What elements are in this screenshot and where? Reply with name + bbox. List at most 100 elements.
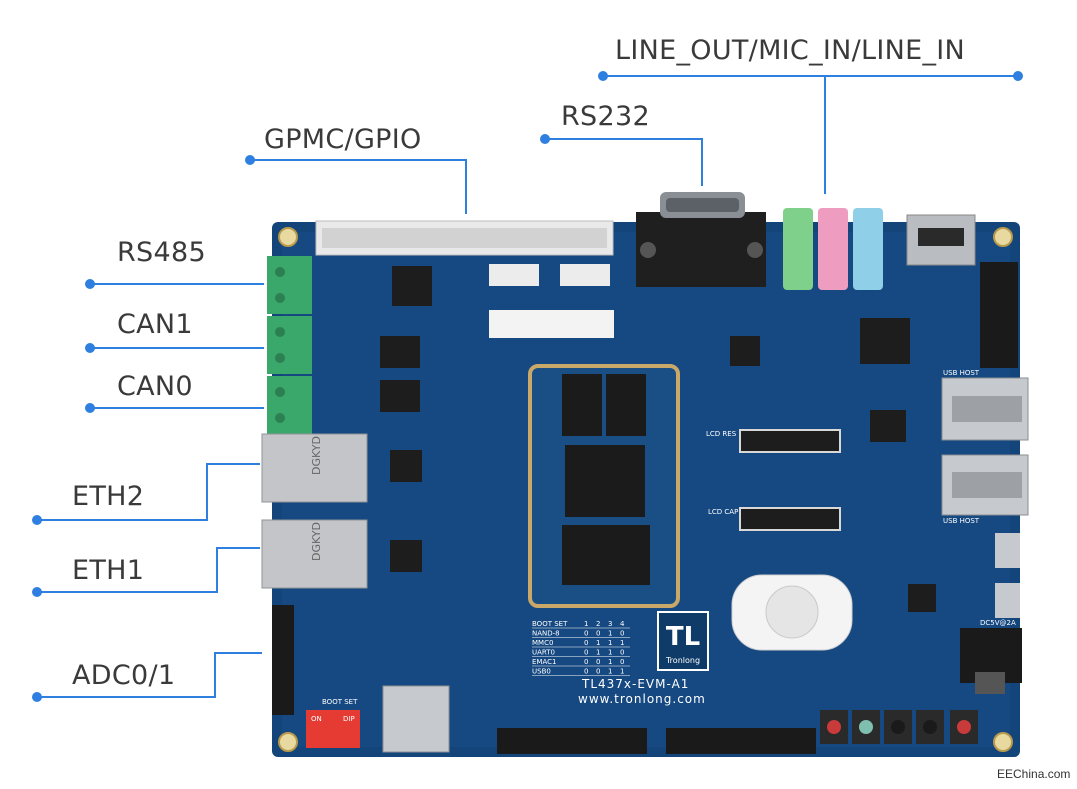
- eth-jack-label: DGKYD: [310, 436, 323, 475]
- audio-jack-line-in: [853, 208, 883, 290]
- audio-jack-line-out: [783, 208, 813, 290]
- board-website: www.tronlong.com: [578, 692, 706, 706]
- ic-chip: [730, 336, 760, 366]
- boot-table-cell: MMC0: [532, 639, 553, 647]
- callout-line-eth2: [37, 463, 260, 521]
- rs485-terminal: [267, 256, 312, 314]
- callout-dot: [245, 155, 255, 165]
- watermark: EEChina.com: [997, 767, 1071, 781]
- push-buttons: [820, 710, 978, 744]
- ddr-chip: [562, 374, 602, 436]
- boot-table-cell: 0: [596, 658, 600, 666]
- boot-table-cell: 0: [596, 630, 600, 638]
- label-eth1: ETH1: [72, 555, 145, 586]
- ic-chip: [870, 410, 906, 442]
- callout-line-eth1: [37, 547, 260, 593]
- eth1-jack: [261, 519, 368, 589]
- eth2-jack: [261, 433, 368, 503]
- jtag-header: [980, 262, 1018, 368]
- sd-card-slot: [382, 685, 450, 753]
- ic-chip: [390, 540, 422, 572]
- callout-dot: [85, 343, 95, 353]
- rs232-db9-connector: [636, 212, 766, 287]
- boot-table-cell: NAND-8: [532, 630, 560, 638]
- ic-chip: [390, 450, 422, 482]
- logo-name: Tronlong: [665, 656, 700, 665]
- mount-hole: [993, 732, 1013, 752]
- boot-table-cell: USB0: [532, 668, 551, 676]
- boot-table-cell: 1: [608, 658, 612, 666]
- label-can0: CAN0: [117, 371, 193, 402]
- callout-dot: [598, 71, 608, 81]
- ddr-chip: [606, 374, 646, 436]
- callout-dot: [540, 134, 550, 144]
- boot-table-cell: 0: [620, 658, 624, 666]
- callout-line-rs232: [545, 138, 703, 186]
- callout-dot: [32, 515, 42, 525]
- ic-chip: [380, 380, 420, 412]
- logo-mark: TL: [666, 622, 700, 652]
- callout-dot: [32, 587, 42, 597]
- uart-connector: [489, 264, 539, 286]
- serial-sticker: [489, 310, 614, 338]
- micro-usb-port: [995, 533, 1020, 568]
- boot-set-label: BOOT SET: [322, 698, 358, 706]
- boot-table-cell: 0: [584, 668, 588, 676]
- adc-header: [272, 605, 294, 715]
- eth-jack-label: DGKYD: [310, 522, 323, 561]
- ic-chip: [860, 318, 910, 364]
- label-gpmc-gpio: GPMC/GPIO: [264, 124, 422, 155]
- boot-table-cell: 0: [584, 639, 588, 647]
- boot-table-cell: 1: [608, 668, 612, 676]
- micro-usb-port: [995, 583, 1020, 618]
- lcd-res-connector: [739, 429, 841, 453]
- boot-table-cell: UART0: [532, 649, 555, 657]
- lcd-cap-connector: [739, 507, 841, 531]
- label-rs485: RS485: [117, 237, 206, 268]
- audio-jack-mic-in: [818, 208, 848, 290]
- boot-table-cell: 1: [608, 630, 612, 638]
- callout-dot: [85, 403, 95, 413]
- boot-table-header-cell: 3: [608, 620, 612, 628]
- callout-dot: [1013, 71, 1023, 81]
- label-can1: CAN1: [117, 309, 193, 340]
- mount-hole: [993, 227, 1013, 247]
- boot-table-cell: 1: [608, 649, 612, 657]
- callout-dot: [85, 279, 95, 289]
- callout-dots: [32, 71, 1023, 702]
- ic-chip: [908, 584, 936, 612]
- board-model: TL437x-EVM-A1: [581, 677, 689, 691]
- uart-connector: [560, 264, 610, 286]
- callout-line-gpmc: [250, 159, 467, 214]
- usb-host-label: USB HOST: [943, 369, 980, 377]
- callout-lines: [37, 75, 1018, 698]
- callout-dot: [32, 692, 42, 702]
- lcd-res-label: LCD RES: [706, 430, 737, 438]
- boot-table-cell: 0: [584, 649, 588, 657]
- can1-terminal: [267, 316, 312, 374]
- mount-hole: [278, 732, 298, 752]
- boot-table-cell: 1: [608, 639, 612, 647]
- usb-host-label: USB HOST: [943, 517, 980, 525]
- boot-dip-switch: [306, 710, 360, 748]
- label-adc0-1: ADC0/1: [72, 660, 176, 691]
- boot-table-header-cell: 1: [584, 620, 588, 628]
- ic-chip: [380, 336, 420, 368]
- label-eth2: ETH2: [72, 481, 145, 512]
- camera-header: [666, 728, 816, 754]
- boot-table-cell: 0: [584, 658, 588, 666]
- soc-processor: [565, 445, 645, 517]
- can0-terminal: [267, 376, 312, 434]
- boot-table-header-cell: BOOT SET: [532, 620, 568, 628]
- dip-label: DIP: [343, 715, 355, 723]
- lcd-cap-label: LCD CAP: [708, 508, 738, 516]
- boot-table-header-cell: 4: [620, 620, 625, 628]
- boot-table-cell: EMAC1: [532, 658, 556, 666]
- camera-header: [497, 728, 647, 754]
- mount-hole: [278, 227, 298, 247]
- label-rs232: RS232: [561, 101, 650, 132]
- dip-on-label: ON: [311, 715, 322, 723]
- boot-table-cell: 0: [596, 668, 600, 676]
